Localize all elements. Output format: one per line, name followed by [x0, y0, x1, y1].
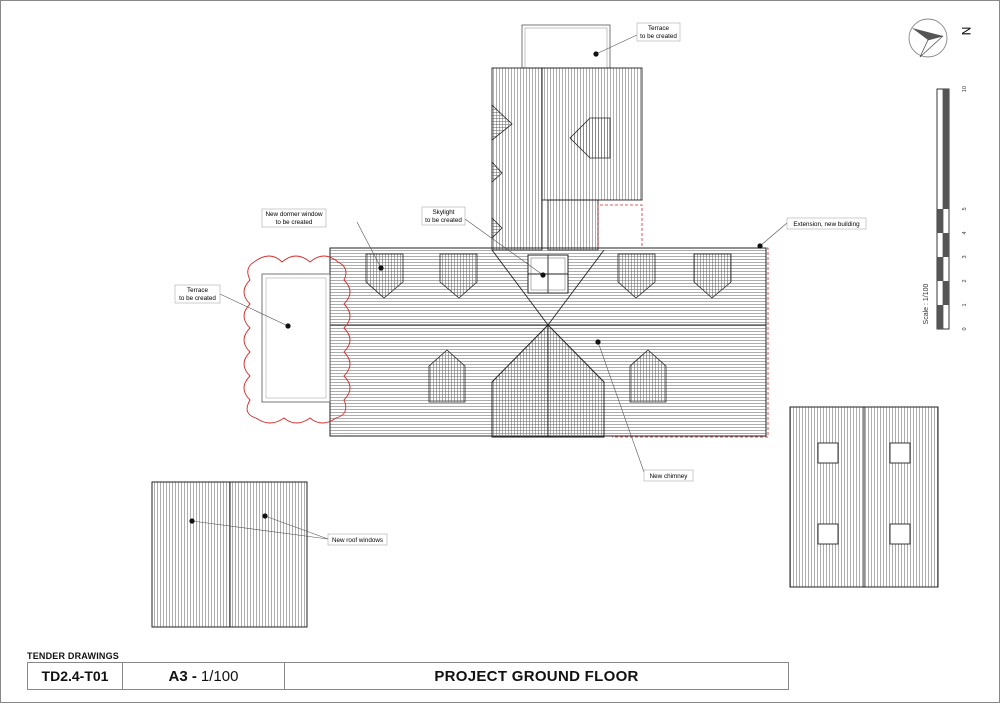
- label-chimney: New chimney: [643, 469, 694, 482]
- scale-bar: 0 1 2 3 4 5 10 Scale : 1/100: [923, 86, 968, 331]
- svg-text:to be created: to be created: [276, 219, 313, 226]
- label-skylight: Skylight to be created: [421, 206, 466, 226]
- svg-text:5: 5: [962, 207, 968, 210]
- svg-text:to be created: to be created: [179, 295, 216, 302]
- label-dormer: New dormer window to be created: [261, 208, 327, 228]
- terrace-left: [243, 255, 351, 424]
- svg-text:to be created: to be created: [425, 217, 462, 224]
- scale-label: Scale : 1/100: [923, 283, 930, 324]
- svg-text:New dormer window: New dormer window: [265, 211, 322, 218]
- north-wing-roof: [491, 67, 643, 251]
- north-arrow-icon: N: [908, 18, 973, 58]
- svg-text:Skylight: Skylight: [432, 209, 454, 216]
- main-roof: [329, 247, 767, 438]
- svg-text:2: 2: [962, 279, 968, 282]
- label-roof-windows: New roof windows: [327, 533, 388, 546]
- drawing-title: PROJECT GROUND FLOOR: [434, 667, 639, 685]
- svg-text:to be created: to be created: [640, 33, 677, 40]
- svg-text:1: 1: [962, 303, 968, 306]
- title-block-heading: TENDER DRAWINGS: [27, 651, 120, 661]
- svg-text:New roof windows: New roof windows: [332, 537, 383, 544]
- leader-lines: [191, 34, 788, 540]
- svg-text:4: 4: [962, 231, 968, 234]
- label-extension: Extension, new building: [786, 217, 867, 230]
- svg-text:3: 3: [962, 255, 968, 258]
- format-size: A3 -: [168, 667, 197, 685]
- format-scale: 1/100: [200, 667, 239, 685]
- skylight-window: [527, 254, 569, 294]
- elevation-left: [151, 481, 308, 628]
- svg-text:10: 10: [962, 86, 968, 92]
- terrace-top-outline: [521, 24, 611, 69]
- svg-text:Terrace: Terrace: [648, 25, 669, 32]
- drawing-code: TD2.4-T01: [28, 663, 123, 689]
- leader-dots: [189, 51, 763, 524]
- label-terrace-top: Terrace to be created: [636, 22, 681, 42]
- sheet-format: A3 - 1/100: [123, 663, 285, 689]
- svg-text:Extension, new building: Extension, new building: [793, 221, 860, 228]
- svg-text:0: 0: [962, 327, 968, 330]
- north-label: N: [959, 27, 973, 36]
- svg-text:New chimney: New chimney: [650, 473, 689, 480]
- title-block: TD2.4-T01 A3 - 1/100 PROJECT GROUND FLOO…: [27, 662, 789, 690]
- elevation-right: [789, 406, 939, 588]
- svg-text:Terrace: Terrace: [187, 287, 208, 294]
- label-terrace-left: Terrace to be created: [174, 284, 221, 304]
